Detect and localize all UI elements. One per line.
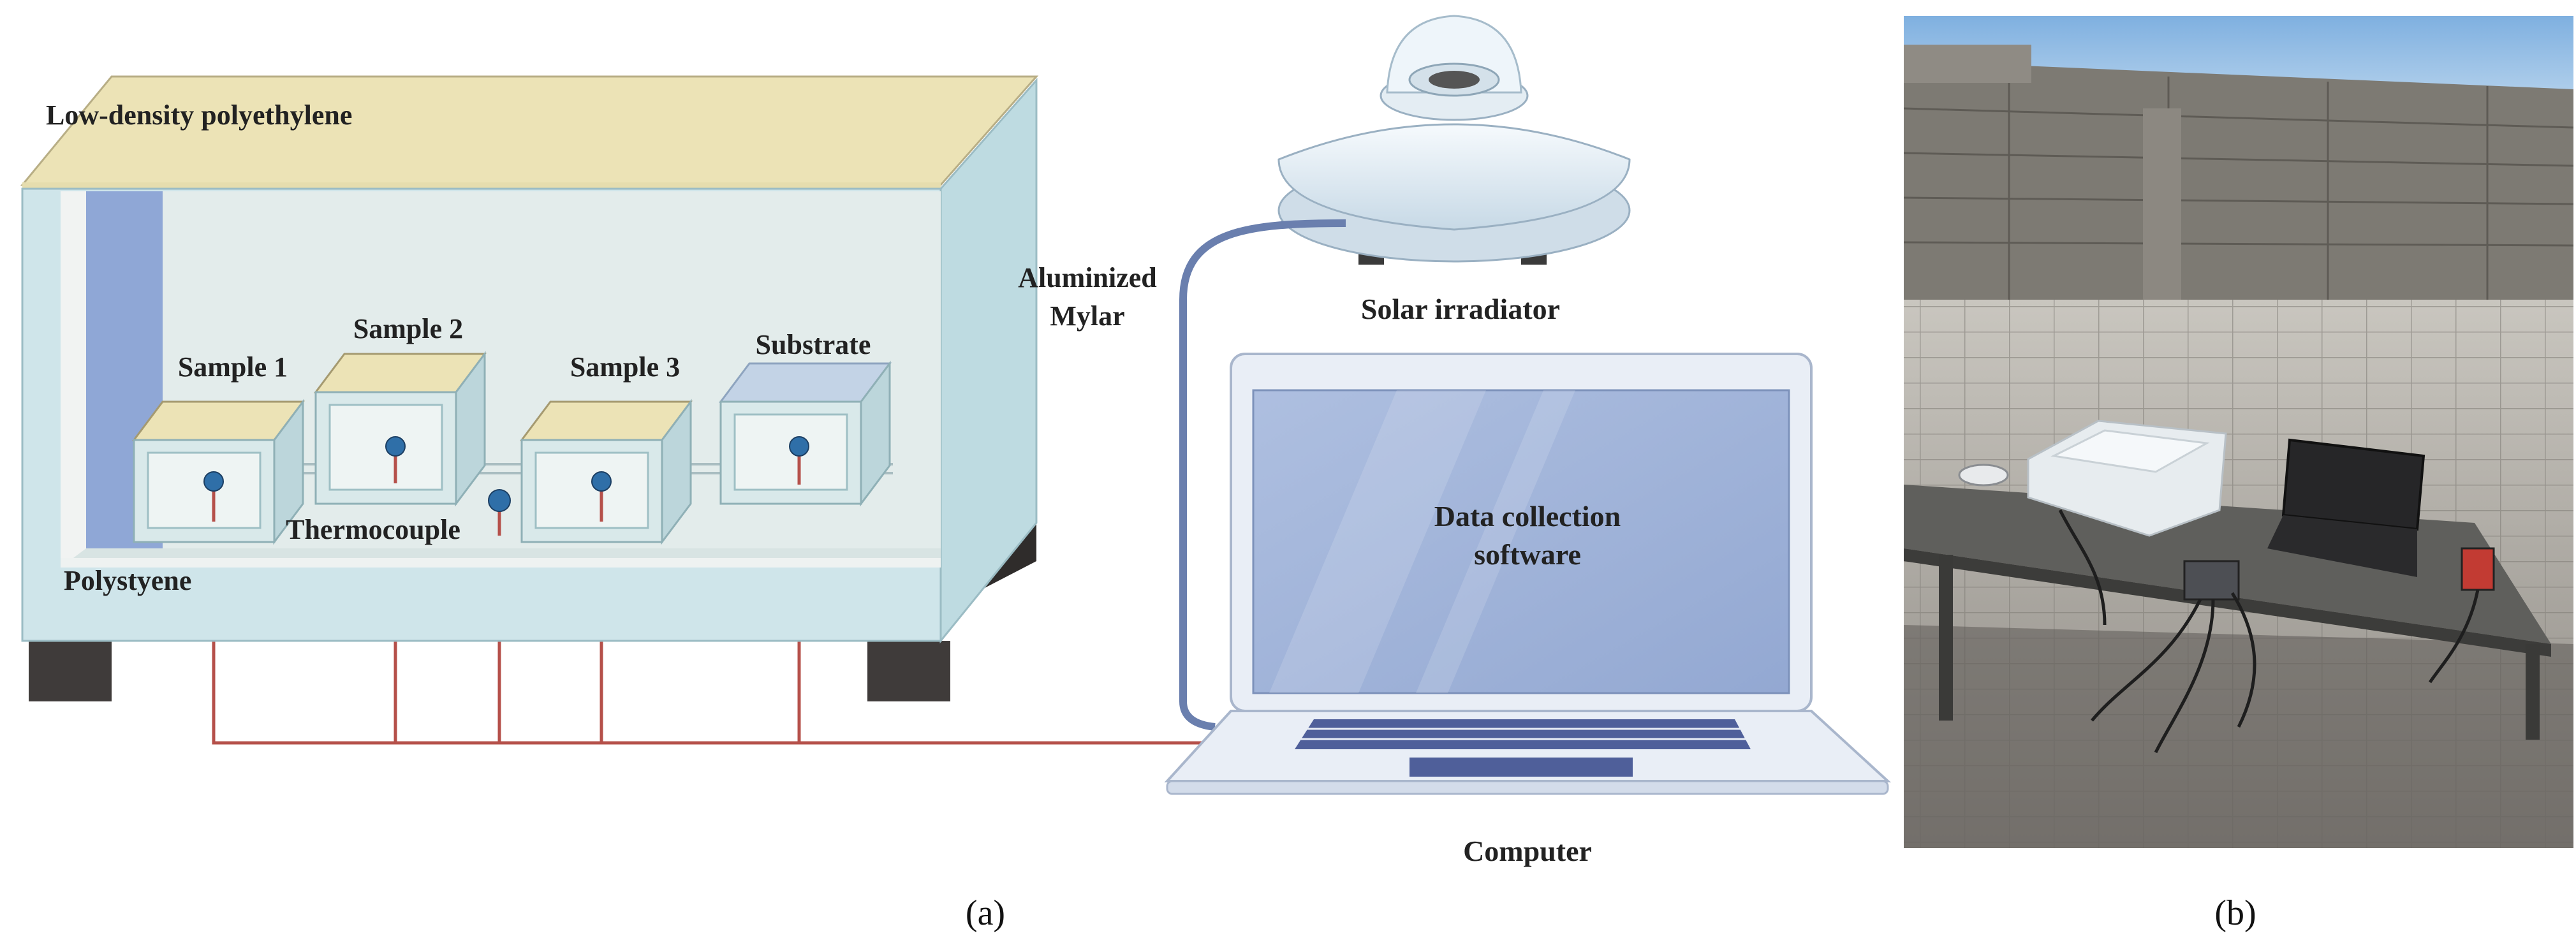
photo-data-logger: [2183, 560, 2240, 601]
label-sample-2: Sample 2: [353, 313, 463, 344]
laptop-touchpad: [1409, 758, 1633, 777]
label-software: software: [1474, 538, 1581, 571]
photo-cables: [2058, 509, 2480, 754]
photo-table-leg-2: [2526, 644, 2540, 740]
label-low-density-polyethylene: Low-density polyethylene: [46, 99, 352, 131]
caption-a: (a): [966, 893, 1005, 933]
box-leg-left: [29, 641, 112, 701]
polystyrene-floor: [61, 558, 941, 568]
box-front-top-edge: [22, 182, 941, 189]
photo-wall-pillar: [2143, 108, 2181, 300]
laptop-screen: [1252, 389, 1790, 694]
photo-parapet-wall: [1904, 61, 2573, 300]
photo-laptop-base: [2267, 515, 2417, 577]
label-sample-3: Sample 3: [570, 351, 680, 383]
caption-b: (b): [2214, 893, 2256, 933]
irradiator-cable: [1179, 219, 1346, 731]
label-substrate: Substrate: [756, 329, 871, 360]
sample-2-cell: [314, 351, 487, 507]
photo-laptop-screen: [2281, 438, 2425, 531]
photo-table-shadow: [1904, 625, 2573, 848]
label-aluminized: Aluminized: [1018, 262, 1157, 293]
substrate-thermocouple-probe: [789, 436, 809, 457]
sample-1-cell: [132, 399, 305, 545]
thermocouple-wiring: [212, 638, 1215, 745]
sample-1-thermocouple-probe: [203, 471, 224, 492]
label-polystyrene: Polystyene: [64, 565, 191, 596]
substrate-cell: [719, 360, 892, 507]
box-leg-right: [867, 641, 950, 701]
box-top-lid: [20, 75, 1039, 186]
label-solar-irradiator: Solar irradiator: [1361, 293, 1560, 325]
panel-a: Low-density polyethylene Aluminized Myla…: [20, 15, 1892, 933]
test-box: [20, 75, 1039, 644]
sample-2-thermocouple-probe: [385, 436, 406, 457]
computer-laptop: [1164, 353, 1892, 795]
ambient-thermocouple: [488, 489, 511, 536]
solar-irradiator: [1277, 15, 1631, 265]
photo-pyranometer: [1958, 464, 2009, 487]
photo-table-leg-1: [1939, 555, 1953, 721]
label-data-collection: Data collection: [1434, 500, 1621, 532]
photo-wall-cap: [1904, 45, 2031, 83]
sample-3-thermocouple-probe: [591, 471, 612, 492]
sample-3-cell: [520, 399, 693, 545]
label-computer: Computer: [1463, 835, 1592, 867]
label-mylar: Mylar: [1050, 300, 1124, 332]
polystyrene-foam-layer: [61, 191, 86, 568]
panel-b-photo: (b): [1904, 16, 2573, 933]
ambient-thermocouple-probe: [488, 489, 511, 512]
label-thermocouple: Thermocouple: [286, 514, 460, 545]
photo-multimeter: [2461, 547, 2495, 591]
label-sample-1: Sample 1: [178, 351, 288, 383]
laptop-keyboard: [1295, 719, 1751, 749]
